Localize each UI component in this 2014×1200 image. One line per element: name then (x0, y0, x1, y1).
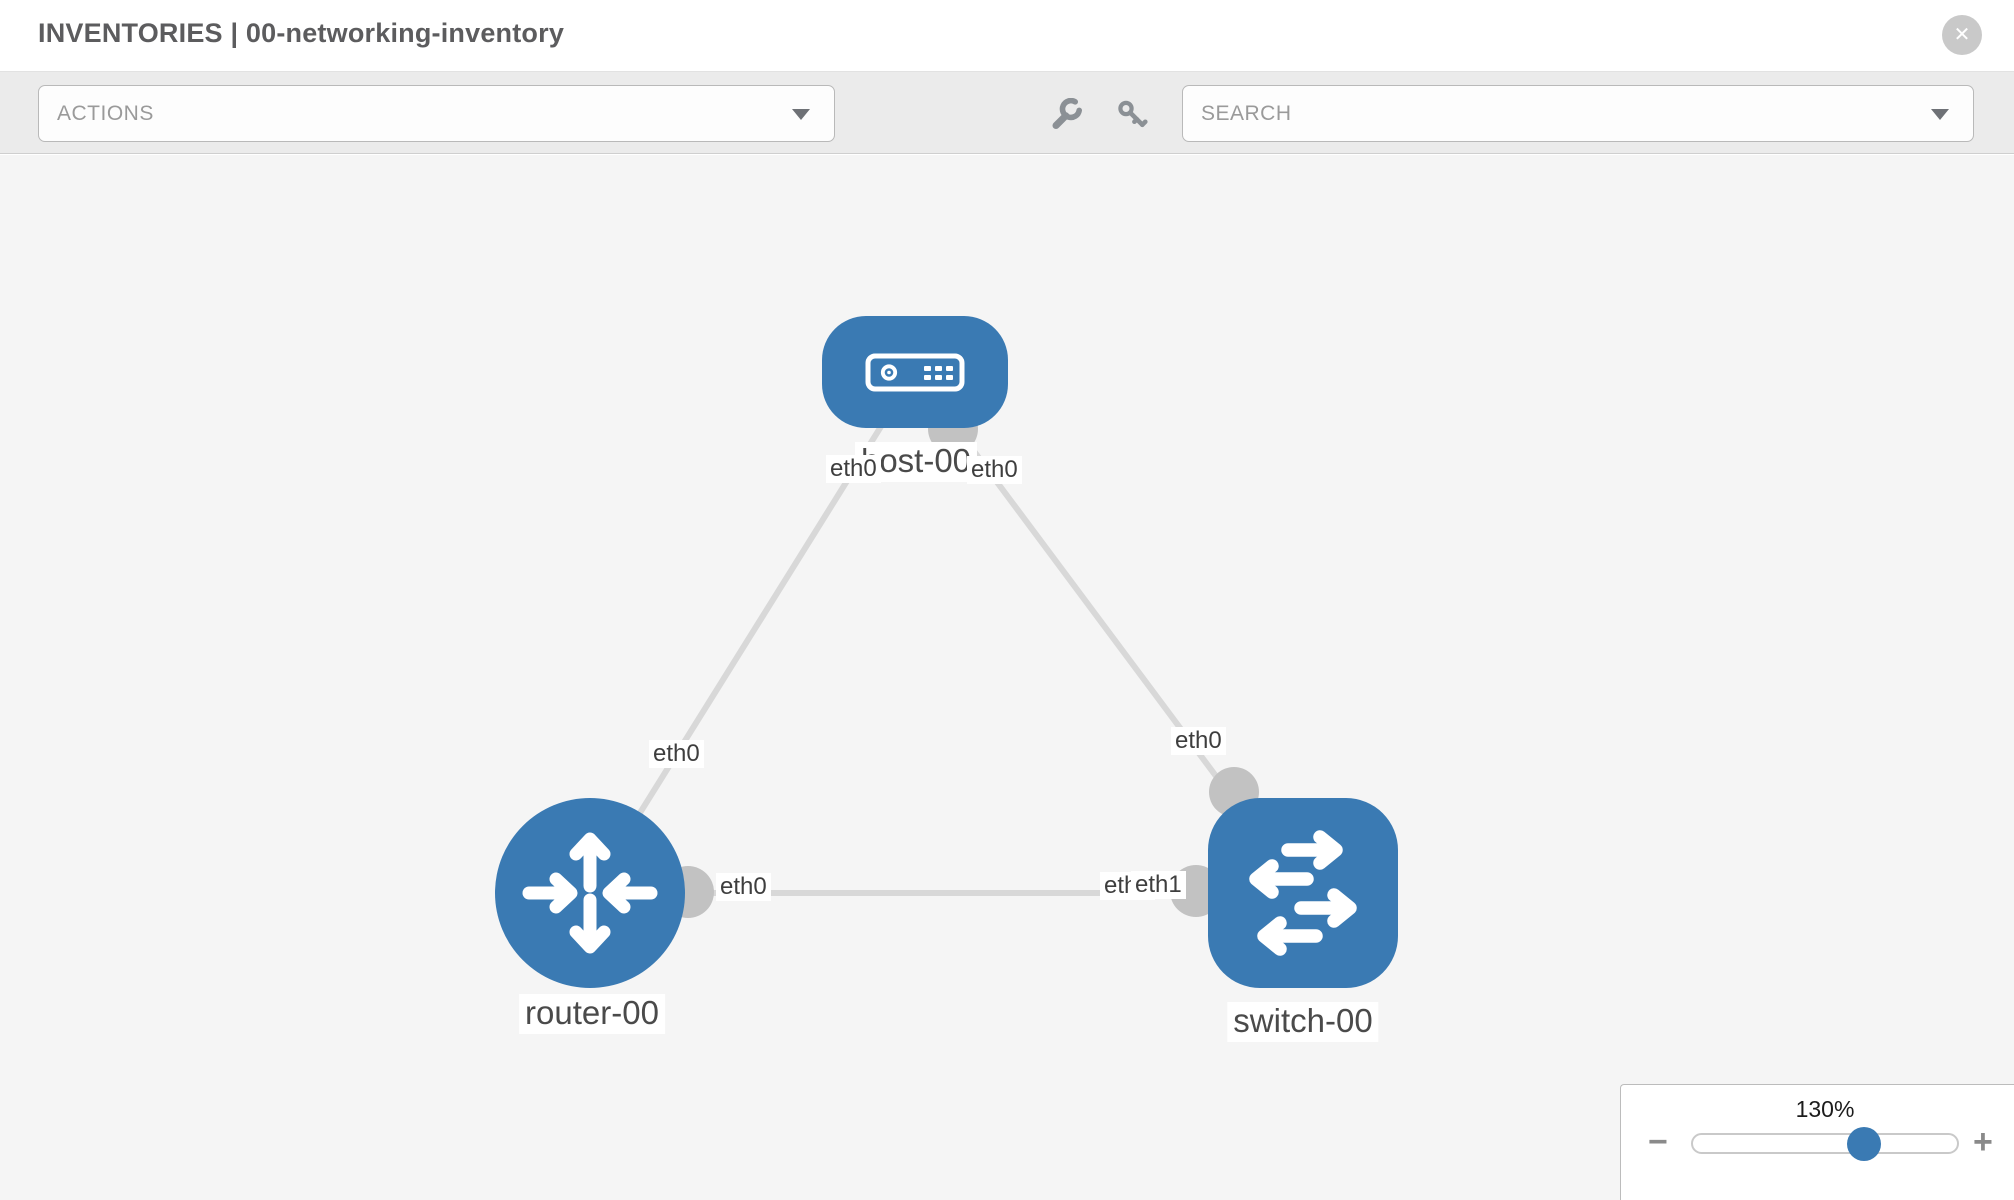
key-icon (1118, 100, 1148, 128)
node-switch-00[interactable] (1208, 798, 1398, 988)
toolbar: ACTIONS SEARCH (0, 71, 2014, 154)
search-dropdown-label: SEARCH (1201, 101, 1292, 125)
zoom-slider[interactable] (1691, 1133, 1959, 1154)
actions-dropdown-label: ACTIONS (57, 101, 154, 125)
zoom-in-button[interactable]: + (1973, 1123, 1993, 1161)
close-button[interactable]: ✕ (1942, 15, 1982, 55)
actions-dropdown[interactable]: ACTIONS (38, 85, 835, 142)
zoom-panel: 130% − + (1620, 1084, 2014, 1200)
switch-icon (1249, 830, 1357, 956)
configure-button[interactable] (1047, 96, 1085, 134)
port-label-switch-eth0: eth0 (1171, 727, 1226, 756)
zoom-out-button[interactable]: − (1648, 1123, 1668, 1161)
port-label-switch-eth1: eth1 (1131, 871, 1186, 900)
node-router-00[interactable] (495, 798, 685, 988)
chevron-down-icon (1931, 108, 1949, 120)
wrench-icon (1052, 98, 1082, 129)
credentials-button[interactable] (1113, 96, 1151, 134)
page-title: INVENTORIES | 00-networking-inventory (38, 18, 565, 48)
node-label-router-00: router-00 (519, 994, 665, 1034)
port-label-host-eth0: eth0 (967, 456, 1022, 485)
port-label-router-eth0: eth0 (649, 740, 704, 769)
chevron-down-icon (792, 108, 810, 120)
port-label-router-eth0: eth0 (716, 873, 771, 902)
host-icon (865, 353, 965, 392)
header: INVENTORIES | 00-networking-inventory ✕ (0, 0, 2014, 71)
topology-canvas[interactable]: host-00 router-00 switch-00 eth0 eth0 et… (0, 155, 2014, 1200)
close-icon: ✕ (1953, 24, 1971, 46)
node-host-00[interactable] (822, 316, 1008, 428)
topology-links-layer (587, 370, 1306, 918)
zoom-slider-thumb[interactable] (1847, 1127, 1881, 1161)
router-icon (522, 832, 658, 954)
search-dropdown[interactable]: SEARCH (1182, 85, 1974, 142)
zoom-value: 130% (1795, 1096, 1855, 1122)
port-label-host-eth0: eth0 (826, 455, 881, 484)
node-label-switch-00: switch-00 (1227, 1002, 1379, 1042)
